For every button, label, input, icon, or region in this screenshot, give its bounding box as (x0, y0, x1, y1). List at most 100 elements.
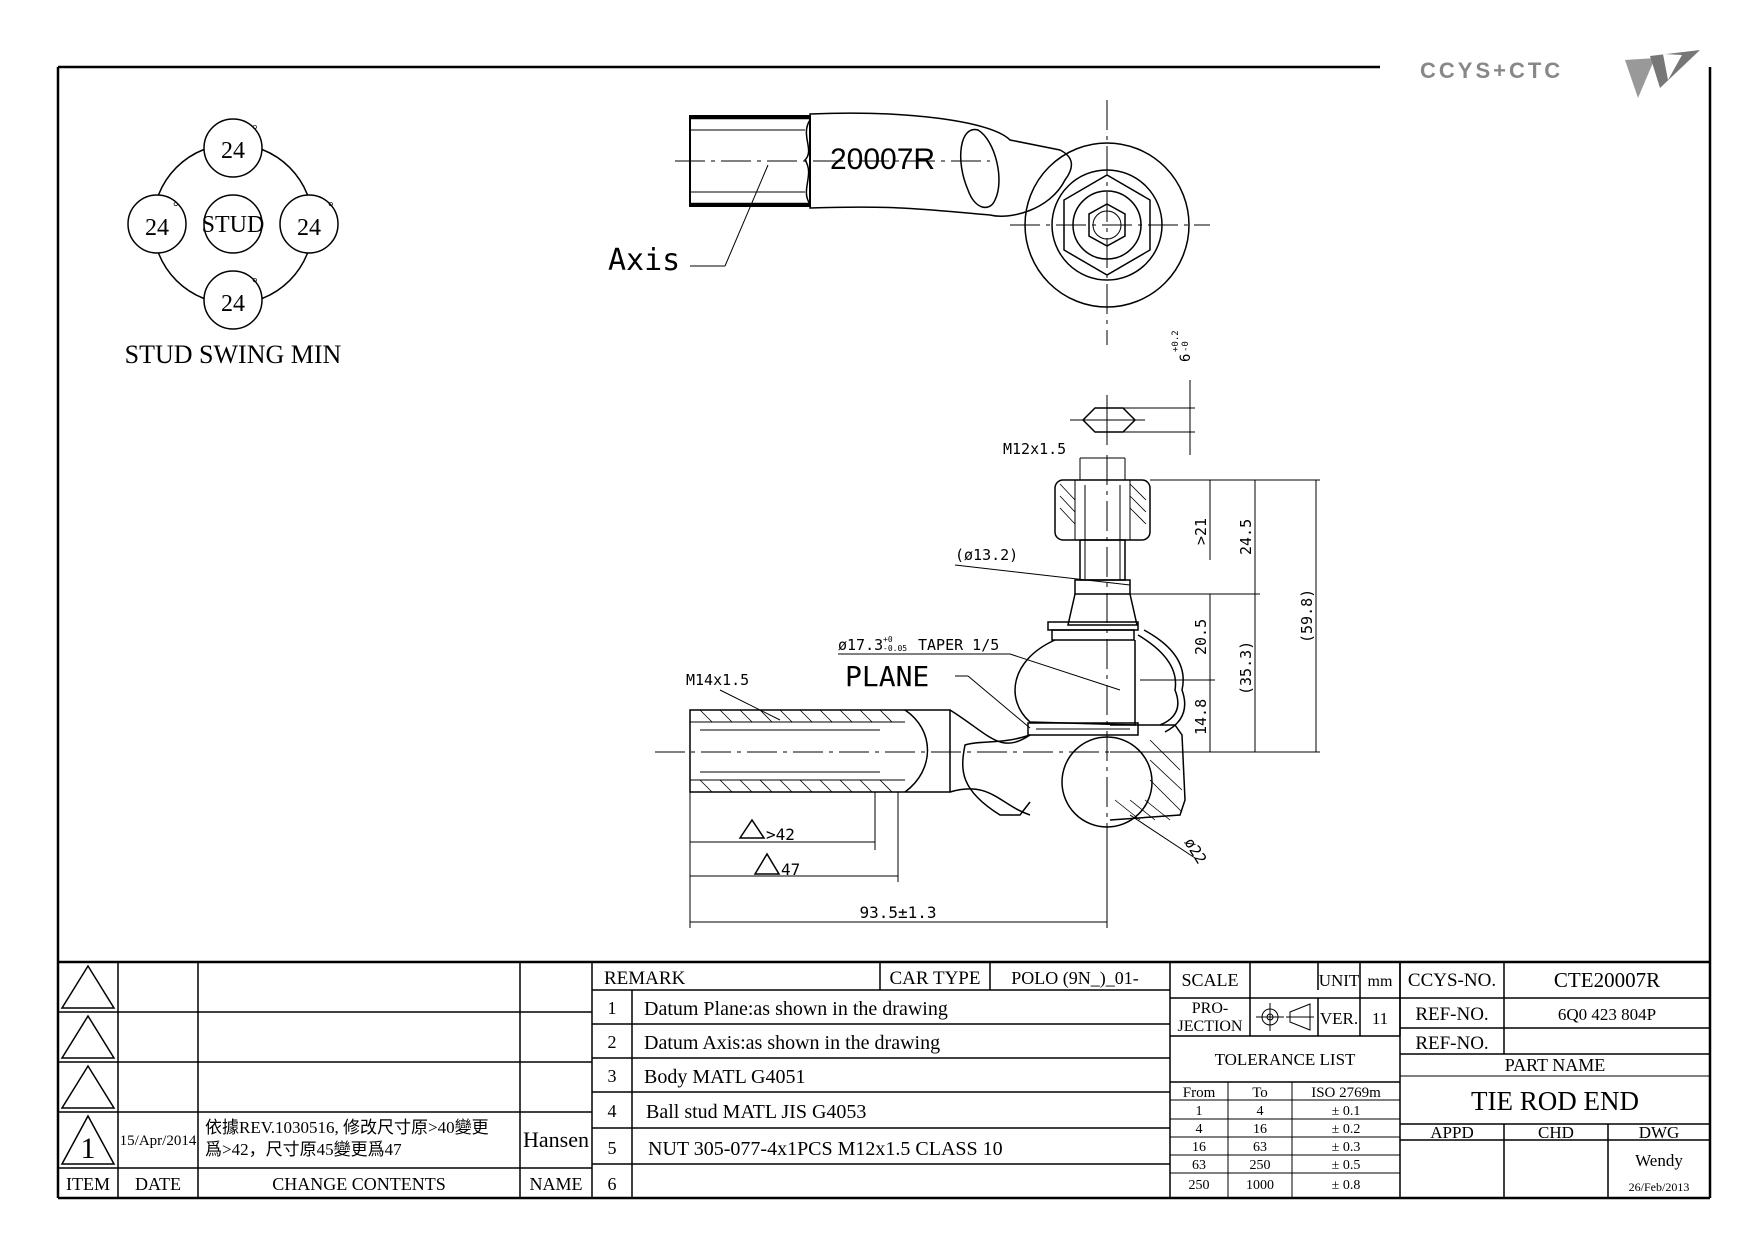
scale-label: SCALE (1181, 970, 1238, 990)
logo-text: CCYS+CTC (1420, 58, 1563, 83)
part-name-label: PART NAME (1505, 1055, 1605, 1075)
svg-text:± 0.1: ± 0.1 (1332, 1104, 1361, 1119)
svg-text:250: 250 (1250, 1158, 1271, 1173)
ccys-label: CCYS-NO. (1408, 970, 1496, 991)
remark-item-5: NUT 305-077-4x1PCS M12x1.5 CLASS 10 (648, 1138, 1003, 1160)
svg-text:± 0.3: ± 0.3 (1332, 1140, 1361, 1155)
svg-text:°: ° (173, 200, 179, 215)
swing-circle-center (203, 194, 263, 254)
axis-label: Axis (608, 243, 680, 278)
ccys-value: CTE20007R (1554, 968, 1660, 992)
dim-mid-height: (35.3) (1237, 641, 1255, 695)
header-change: CHANGE CONTENTS (272, 1174, 446, 1194)
tolerance-title: TOLERANCE LIST (1215, 1050, 1356, 1069)
dim-stud-top: 24.5 (1237, 519, 1255, 555)
ref1-value: 6Q0 423 804P (1558, 1005, 1656, 1024)
plane-label: PLANE (845, 660, 929, 693)
projection-line1: PRO- (1192, 1000, 1228, 1017)
dwg-label: DWG (1639, 1123, 1680, 1142)
stud-swing-diagram: 24 ° 24 ° STUD 24 ° 24 ° STUD SWING MIN (125, 118, 342, 369)
appd-label: APPD (1430, 1123, 1473, 1142)
svg-text:4: 4 (1257, 1104, 1264, 1119)
dim-taper: ø17.3 (838, 636, 883, 654)
swing-angle-left: 24 (145, 215, 169, 241)
sheet-border (56, 65, 1712, 1200)
projection-symbol-icon (1256, 1003, 1314, 1031)
dim-overall-height: (59.8) (1298, 589, 1316, 643)
svg-text:1: 1 (1196, 1104, 1203, 1119)
section-view: M12x1.5 >21 24.5 (59.8) 20.5 (35.3) 14.8… (655, 440, 1320, 928)
dim-stud-thread: M12x1.5 (1003, 440, 1066, 458)
revision-item: 1 (81, 1132, 96, 1165)
revision-change-line2: 爲>42，尺寸原45變更爲47 (205, 1140, 402, 1159)
title-block: CCYS-NO. CTE20007R REF-NO. 6Q0 423 804P … (1399, 962, 1710, 1198)
swing-center-label: STUD (202, 212, 265, 238)
dim-ball-center: 14.8 (1192, 699, 1210, 735)
company-logo: CCYS+CTC (1420, 50, 1700, 98)
hex-nut-detail: 6 +0.2 -0 (1070, 330, 1195, 455)
svg-text:°: ° (252, 123, 258, 138)
ref2-label: REF-NO. (1415, 1033, 1488, 1054)
svg-text:4: 4 (1196, 1122, 1203, 1137)
svg-text:± 0.5: ± 0.5 (1332, 1158, 1361, 1173)
svg-text:250: 250 (1189, 1178, 1210, 1193)
car-type-value: POLO (9N_)_01- (1011, 968, 1139, 989)
svg-text:63: 63 (1192, 1158, 1206, 1173)
ver-value: 11 (1372, 1009, 1388, 1028)
dim-body-thread: M14x1.5 (686, 671, 749, 689)
dim-bore-depth: 47 (781, 860, 800, 879)
part-label: 20007R (830, 143, 935, 176)
revision-name: Hansen (523, 1127, 589, 1152)
swing-caption: STUD SWING MIN (125, 340, 342, 369)
header-item: ITEM (66, 1174, 110, 1194)
dim-boss-height: 20.5 (1192, 619, 1210, 655)
revision-date: 15/Apr/2014 (120, 1133, 197, 1149)
dim-neck-dia: (ø13.2) (955, 546, 1018, 564)
dwg-value: Wendy (1635, 1151, 1683, 1170)
unit-value: mm (1368, 973, 1393, 990)
swing-circle-top (203, 118, 263, 178)
svg-text:°: ° (252, 276, 258, 291)
header-date: DATE (135, 1174, 181, 1194)
svg-text:+0: +0 (883, 635, 893, 644)
dim-overall-length: 93.5±1.3 (859, 903, 936, 922)
svg-text:1000: 1000 (1246, 1178, 1274, 1193)
ver-label: VER. (1320, 1009, 1358, 1028)
part-name-value: TIE ROD END (1471, 1086, 1639, 1116)
spec-block: SCALE UNIT mm PRO- JECTION VER. 11 TOLER… (1170, 962, 1401, 1198)
swing-circle-right (279, 194, 339, 254)
svg-text:± 0.2: ± 0.2 (1332, 1122, 1361, 1137)
svg-text:2: 2 (608, 1032, 617, 1052)
hex-nut-height: 6 (1178, 354, 1194, 362)
projection-line2: JECTION (1178, 1018, 1243, 1035)
svg-text:16: 16 (1253, 1122, 1267, 1137)
svg-text:3: 3 (608, 1066, 617, 1086)
chd-label: CHD (1538, 1123, 1574, 1142)
ref1-label: REF-NO. (1415, 1004, 1488, 1025)
unit-label: UNIT (1319, 971, 1360, 990)
remark-header: REMARK (604, 968, 686, 989)
dim-ball-dia: ø22 (1181, 835, 1211, 868)
remark-item-4: Ball stud MATL JIS G4053 (646, 1101, 866, 1123)
svg-text:63: 63 (1253, 1140, 1267, 1155)
dim-taper-ratio: TAPER 1/5 (918, 636, 999, 654)
top-view: 20007R Axis (608, 100, 1210, 345)
svg-text:To: To (1252, 1085, 1268, 1101)
remark-table: REMARK CAR TYPE POLO (9N_)_01- 1 Datum P… (592, 962, 1171, 1198)
svg-text:ISO 2769m: ISO 2769m (1311, 1085, 1381, 1101)
swing-circle-bottom (203, 270, 263, 330)
dim-thread-depth: >42 (766, 825, 795, 844)
svg-text:16: 16 (1192, 1140, 1206, 1155)
swing-circle-left (127, 194, 187, 254)
svg-text:5: 5 (608, 1138, 617, 1158)
remark-item-3: Body MATL G4051 (644, 1066, 805, 1088)
svg-text:4: 4 (608, 1101, 617, 1121)
svg-text:6: 6 (608, 1174, 617, 1194)
svg-text:1: 1 (608, 998, 617, 1018)
revision-change-line1: 依據REV.1030516, 修改尺寸原>40變更 (205, 1118, 489, 1137)
swing-angle-bottom: 24 (221, 291, 245, 317)
svg-text:From: From (1183, 1085, 1216, 1101)
remark-item-1: Datum Plane:as shown in the drawing (644, 998, 948, 1020)
revision-table: 1 15/Apr/2014 依據REV.1030516, 修改尺寸原>40變更 … (58, 962, 593, 1198)
